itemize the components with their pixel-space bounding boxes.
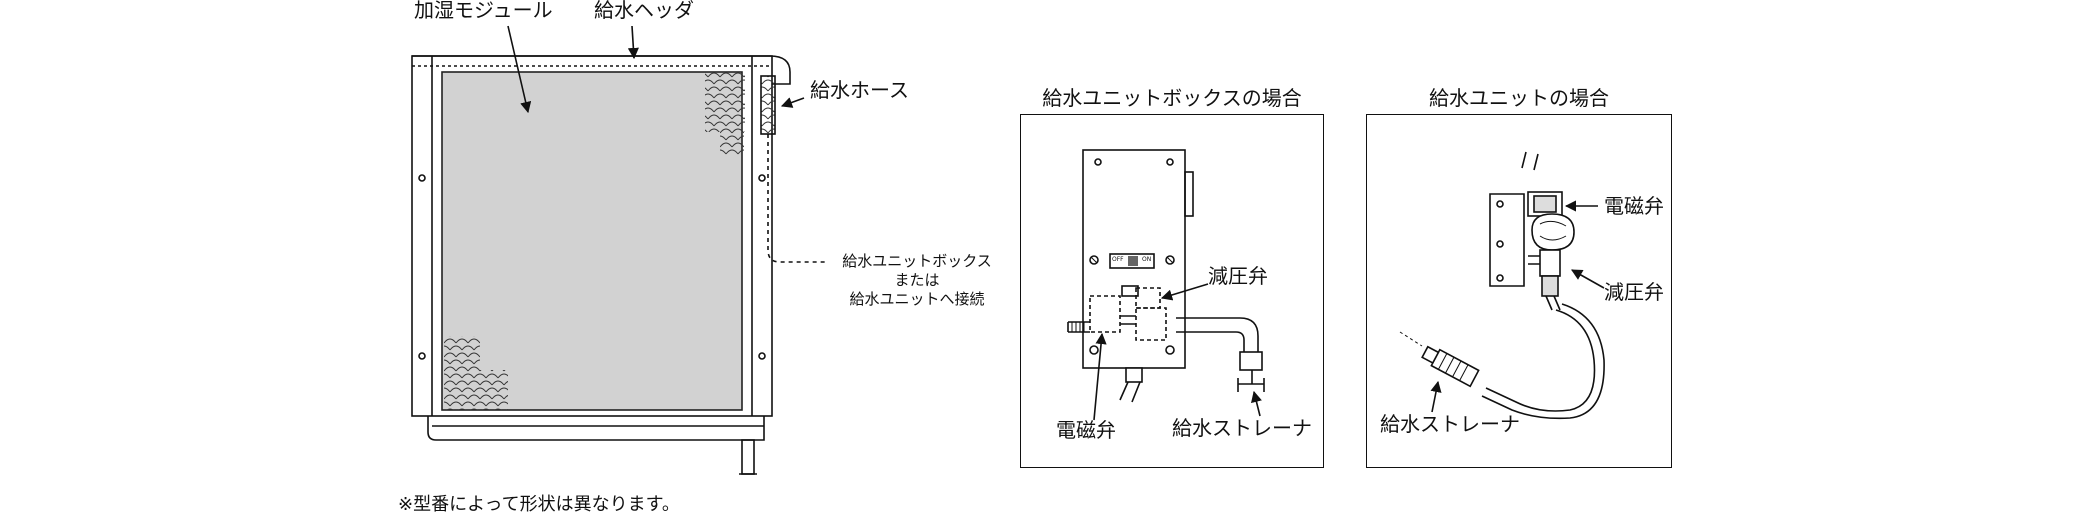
unit-box-drawing: [1067, 149, 1265, 421]
connection-note: 給水ユニットボックス または 給水ユニットへ接続: [832, 254, 1002, 307]
reducing-valve-dashed: [1135, 287, 1161, 309]
unit-box-strainer-label: 給水ストレーナ: [1172, 416, 1312, 440]
unit-box-panel: [1020, 114, 1324, 468]
hose-coil: [760, 75, 776, 135]
bottom-fitting: [1125, 367, 1143, 383]
label-header: 給水ヘッダ: [594, 0, 694, 22]
drain-outlet: [741, 439, 755, 475]
outlet-pipe: [1176, 317, 1259, 352]
unit-solenoid-valve-label: 電磁弁: [1604, 194, 1664, 218]
unit-reducing-valve-label: 減圧弁: [1604, 280, 1664, 304]
header-pipe: [412, 55, 791, 85]
unit-panel: [1366, 114, 1672, 468]
drain-pan: [427, 416, 765, 441]
unit-box-reducing-valve-label: 減圧弁: [1208, 264, 1268, 288]
unit-box-title: 給水ユニットボックスの場合: [1042, 86, 1302, 110]
connection-note-line-3: 給水ユニットへ接続: [849, 290, 985, 308]
strainer-fitting: [1237, 378, 1265, 392]
unit-strainer-label: 給水ストレーナ: [1380, 412, 1520, 436]
label-hose: 給水ホース: [810, 78, 909, 102]
mounting-bracket: [1489, 193, 1525, 287]
label-module: 加湿モジュール: [414, 0, 553, 22]
connection-note-line-2: または: [894, 271, 940, 289]
unit-box-solenoid-valve-label: 電磁弁: [1056, 418, 1116, 442]
connection-note-line-1: 給水ユニットボックス: [842, 252, 992, 270]
humidifier-module-drawing: [411, 25, 826, 475]
wetted-media: [441, 71, 743, 411]
strainer-body: [1421, 345, 1480, 388]
unit-drawing: [1399, 151, 1605, 420]
supply-tube: [1481, 303, 1605, 420]
switch-off-text: OFF: [1112, 256, 1124, 263]
footnote: ※型番によって形状は異なります。: [398, 494, 680, 515]
switch-on-text: ON: [1142, 256, 1152, 263]
supply-hose-dashed: [767, 134, 826, 263]
solenoid-valve-dashed: [1089, 295, 1121, 333]
unit-title: 給水ユニットの場合: [1429, 86, 1609, 110]
